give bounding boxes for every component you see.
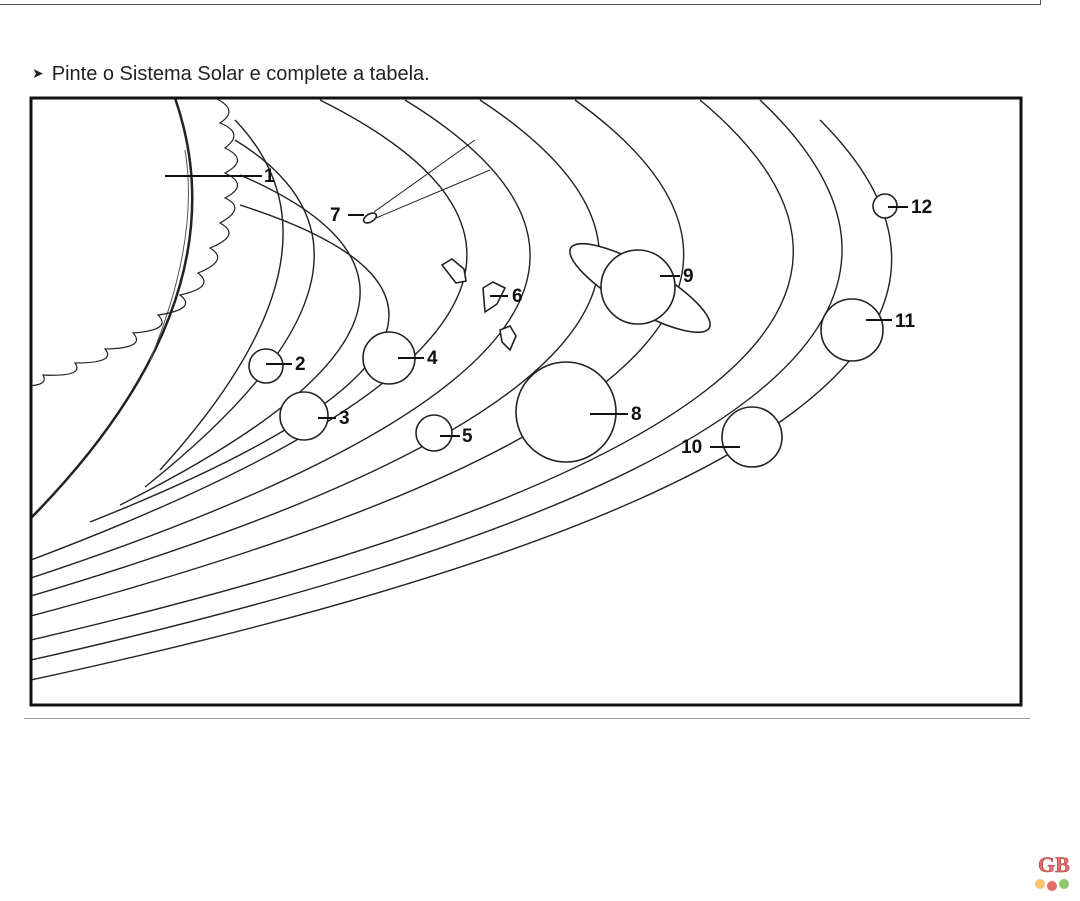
- label-7: 7: [330, 205, 341, 226]
- label-10: 10: [681, 437, 702, 458]
- orbit-2: [144, 139, 315, 488]
- label-4: 4: [427, 348, 438, 369]
- planet-jupiter: [515, 361, 617, 463]
- diagram-frame: [29, 96, 1023, 707]
- label-6: 6: [512, 286, 523, 307]
- orbit-6: [31, 99, 531, 579]
- planet-mercury: [248, 348, 284, 384]
- diagram-labels: 1 2 3 4 5 6 7 8 9 10 11 12: [264, 166, 932, 458]
- planet-neptune: [820, 298, 884, 362]
- orbit-10: [31, 99, 843, 661]
- comet-head: [362, 212, 378, 224]
- instruction-line: ➤ Pinte o Sistema Solar e complete a tabe…: [32, 62, 430, 84]
- label-12: 12: [911, 197, 932, 218]
- label-5: 5: [462, 426, 473, 447]
- bottom-rule: [24, 718, 1030, 719]
- label-9: 9: [683, 266, 694, 287]
- orbit-5: [31, 99, 468, 561]
- comet-tail: [373, 139, 491, 219]
- orbit-8: [31, 99, 685, 617]
- orbit-7: [31, 99, 601, 597]
- label-8: 8: [631, 404, 642, 425]
- leader-lines: [165, 175, 908, 448]
- label-1: 1: [264, 166, 275, 187]
- sun-corona: [31, 98, 239, 387]
- asteroid-1: [440, 258, 467, 284]
- orbit-3: [119, 174, 361, 506]
- planet-venus: [279, 391, 329, 441]
- orbit-1: [159, 119, 284, 471]
- top-border-line: [0, 0, 1041, 5]
- orbit-lines: [31, 98, 893, 681]
- planet-mars: [415, 414, 453, 452]
- label-2: 2: [295, 354, 306, 375]
- sun: [31, 98, 194, 519]
- orbit-9: [31, 99, 794, 641]
- label-3: 3: [339, 408, 350, 429]
- arrowhead-bullet-icon: ➤: [32, 65, 44, 81]
- instruction-text: Pinte o Sistema Solar e complete a tabel…: [51, 63, 430, 84]
- orbit-4: [89, 204, 390, 523]
- orbit-11: [31, 119, 893, 681]
- planet-uranus: [721, 406, 783, 468]
- label-11: 11: [895, 311, 916, 332]
- gb-logo-icon: GB: [1035, 852, 1070, 891]
- bodies: [248, 139, 898, 468]
- planet-saturn: [600, 249, 676, 325]
- watermark-text: GB: [1038, 852, 1070, 877]
- asteroid-3: [499, 325, 517, 352]
